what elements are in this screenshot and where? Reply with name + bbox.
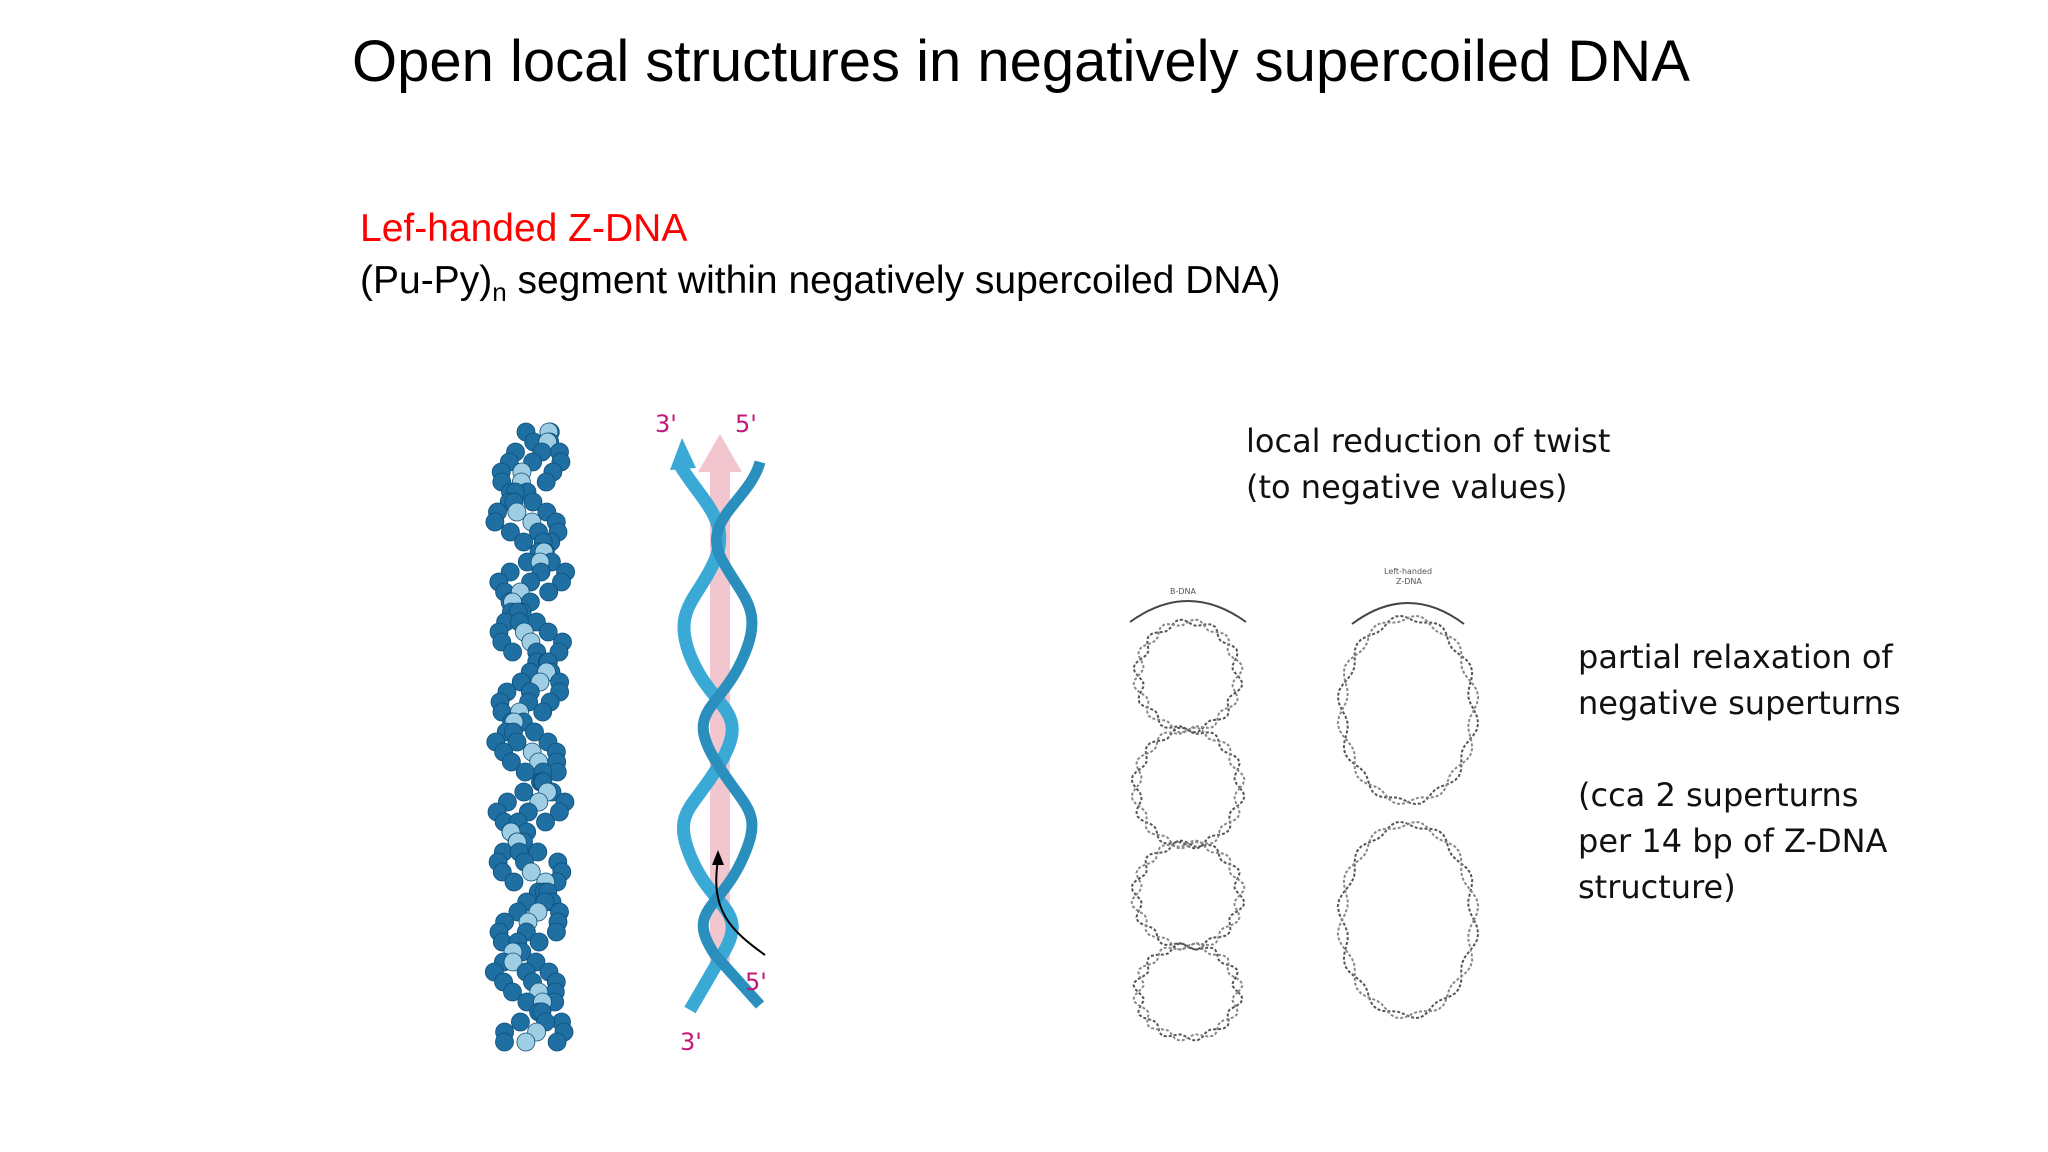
supercoil-loop	[1336, 614, 1480, 806]
ribbon-arrow-head	[670, 438, 696, 470]
supercoil-loop	[1132, 618, 1244, 734]
superturn-count-line2: per 14 bp of Z-DNA	[1578, 822, 1888, 860]
label-3-prime-top: 3'	[655, 410, 677, 438]
atom-sphere	[521, 862, 541, 882]
relaxation-note: partial relaxation of negative superturn…	[1578, 634, 1901, 726]
atom-sphere	[514, 782, 534, 802]
ribbon-strand-2	[697, 460, 766, 1009]
b-dna-plectoneme	[1130, 618, 1246, 1042]
atom-sphere	[552, 572, 571, 592]
subtitle-segment-post: segment within negatively supercoiled DN…	[506, 259, 1281, 302]
atom-sphere	[507, 732, 527, 752]
supercoil-loop	[1130, 839, 1246, 951]
ribbon-model: 3' 5' 5' 3'	[655, 410, 767, 1056]
supercoil-comparison-figure: B-DNA Left-handed Z-DNA	[1129, 567, 1480, 1042]
atom-sphere	[525, 722, 544, 742]
rotation-arrow-head	[712, 850, 724, 865]
atom-sphere	[507, 502, 527, 522]
atom-sphere	[547, 1032, 567, 1052]
atom-sphere	[503, 982, 522, 1002]
atom-sphere	[485, 512, 505, 532]
slide-title: Open local structures in negatively supe…	[352, 29, 1690, 94]
atom-sphere	[511, 1012, 530, 1032]
subtitle-segment: (Pu-Py)n segment within negatively super…	[360, 258, 1281, 315]
atom-sphere	[536, 472, 556, 492]
atom-sphere	[533, 702, 553, 722]
atom-sphere	[523, 492, 543, 512]
atom-sphere	[528, 842, 548, 862]
atom-sphere	[539, 582, 559, 602]
atom-sphere	[550, 802, 569, 822]
atom-sphere	[503, 952, 523, 972]
helix-axis-arrow-shaft	[710, 460, 730, 970]
atom-sphere	[529, 932, 549, 952]
supercoil-loop	[1130, 726, 1246, 850]
superturn-count-note: (cca 2 superturns per 14 bp of Z-DNA str…	[1578, 772, 1887, 910]
atom-sphere	[495, 1032, 514, 1052]
subtitle-z-dna: Lef-handed Z-DNA	[360, 207, 688, 250]
supercoil-loop	[1130, 726, 1246, 850]
z-dna-plectoneme	[1336, 614, 1480, 1020]
supercoil-loop	[1336, 820, 1480, 1020]
helix-axis-arrow-head	[698, 434, 742, 472]
supercoil-loop	[1132, 618, 1244, 734]
atom-sphere	[516, 1032, 536, 1052]
subtitle-segment-subscript: n	[492, 277, 507, 307]
twist-note-line1: local reduction of twist	[1246, 422, 1611, 460]
atom-sphere	[502, 752, 521, 772]
twist-note: local reduction of twist (to negative va…	[1246, 418, 1610, 510]
relaxation-note-line2: negative superturns	[1578, 684, 1901, 722]
twist-note-line2: (to negative values)	[1246, 468, 1568, 506]
atom-sphere	[536, 812, 555, 832]
space-filling-model	[484, 422, 575, 1052]
subtitle-segment-pre: (Pu-Py)	[360, 259, 493, 302]
label-5-prime-top: 5'	[735, 410, 757, 438]
superturn-count-line3: structure)	[1578, 868, 1736, 906]
atom-sphere	[514, 532, 533, 552]
b-dna-label: B-DNA	[1170, 587, 1197, 596]
relaxation-note-line1: partial relaxation of	[1578, 638, 1893, 676]
supercoil-loop	[1130, 839, 1246, 951]
z-dna-bracket	[1351, 602, 1465, 625]
rotation-arrow	[715, 859, 766, 956]
atom-sphere	[547, 922, 566, 942]
z-dna-label-line1: Left-handed	[1384, 567, 1432, 576]
supercoil-loop	[1336, 820, 1480, 1020]
label-3-prime-bottom: 3'	[680, 1028, 702, 1056]
z-dna-label-line2: Z-DNA	[1396, 577, 1422, 586]
supercoil-loop	[1336, 614, 1480, 806]
label-5-prime-bottom: 5'	[745, 968, 767, 996]
b-dna-bracket	[1129, 600, 1247, 623]
atom-sphere	[504, 872, 524, 892]
atom-sphere	[503, 642, 522, 662]
atom-sphere	[501, 522, 520, 542]
superturn-count-line1: (cca 2 superturns	[1578, 776, 1859, 814]
supercoil-loop	[1132, 942, 1244, 1042]
supercoil-loop	[1132, 942, 1244, 1042]
atom-sphere	[538, 622, 558, 642]
z-dna-models-figure: 3' 5' 5' 3'	[484, 410, 767, 1056]
atom-sphere	[515, 762, 535, 782]
